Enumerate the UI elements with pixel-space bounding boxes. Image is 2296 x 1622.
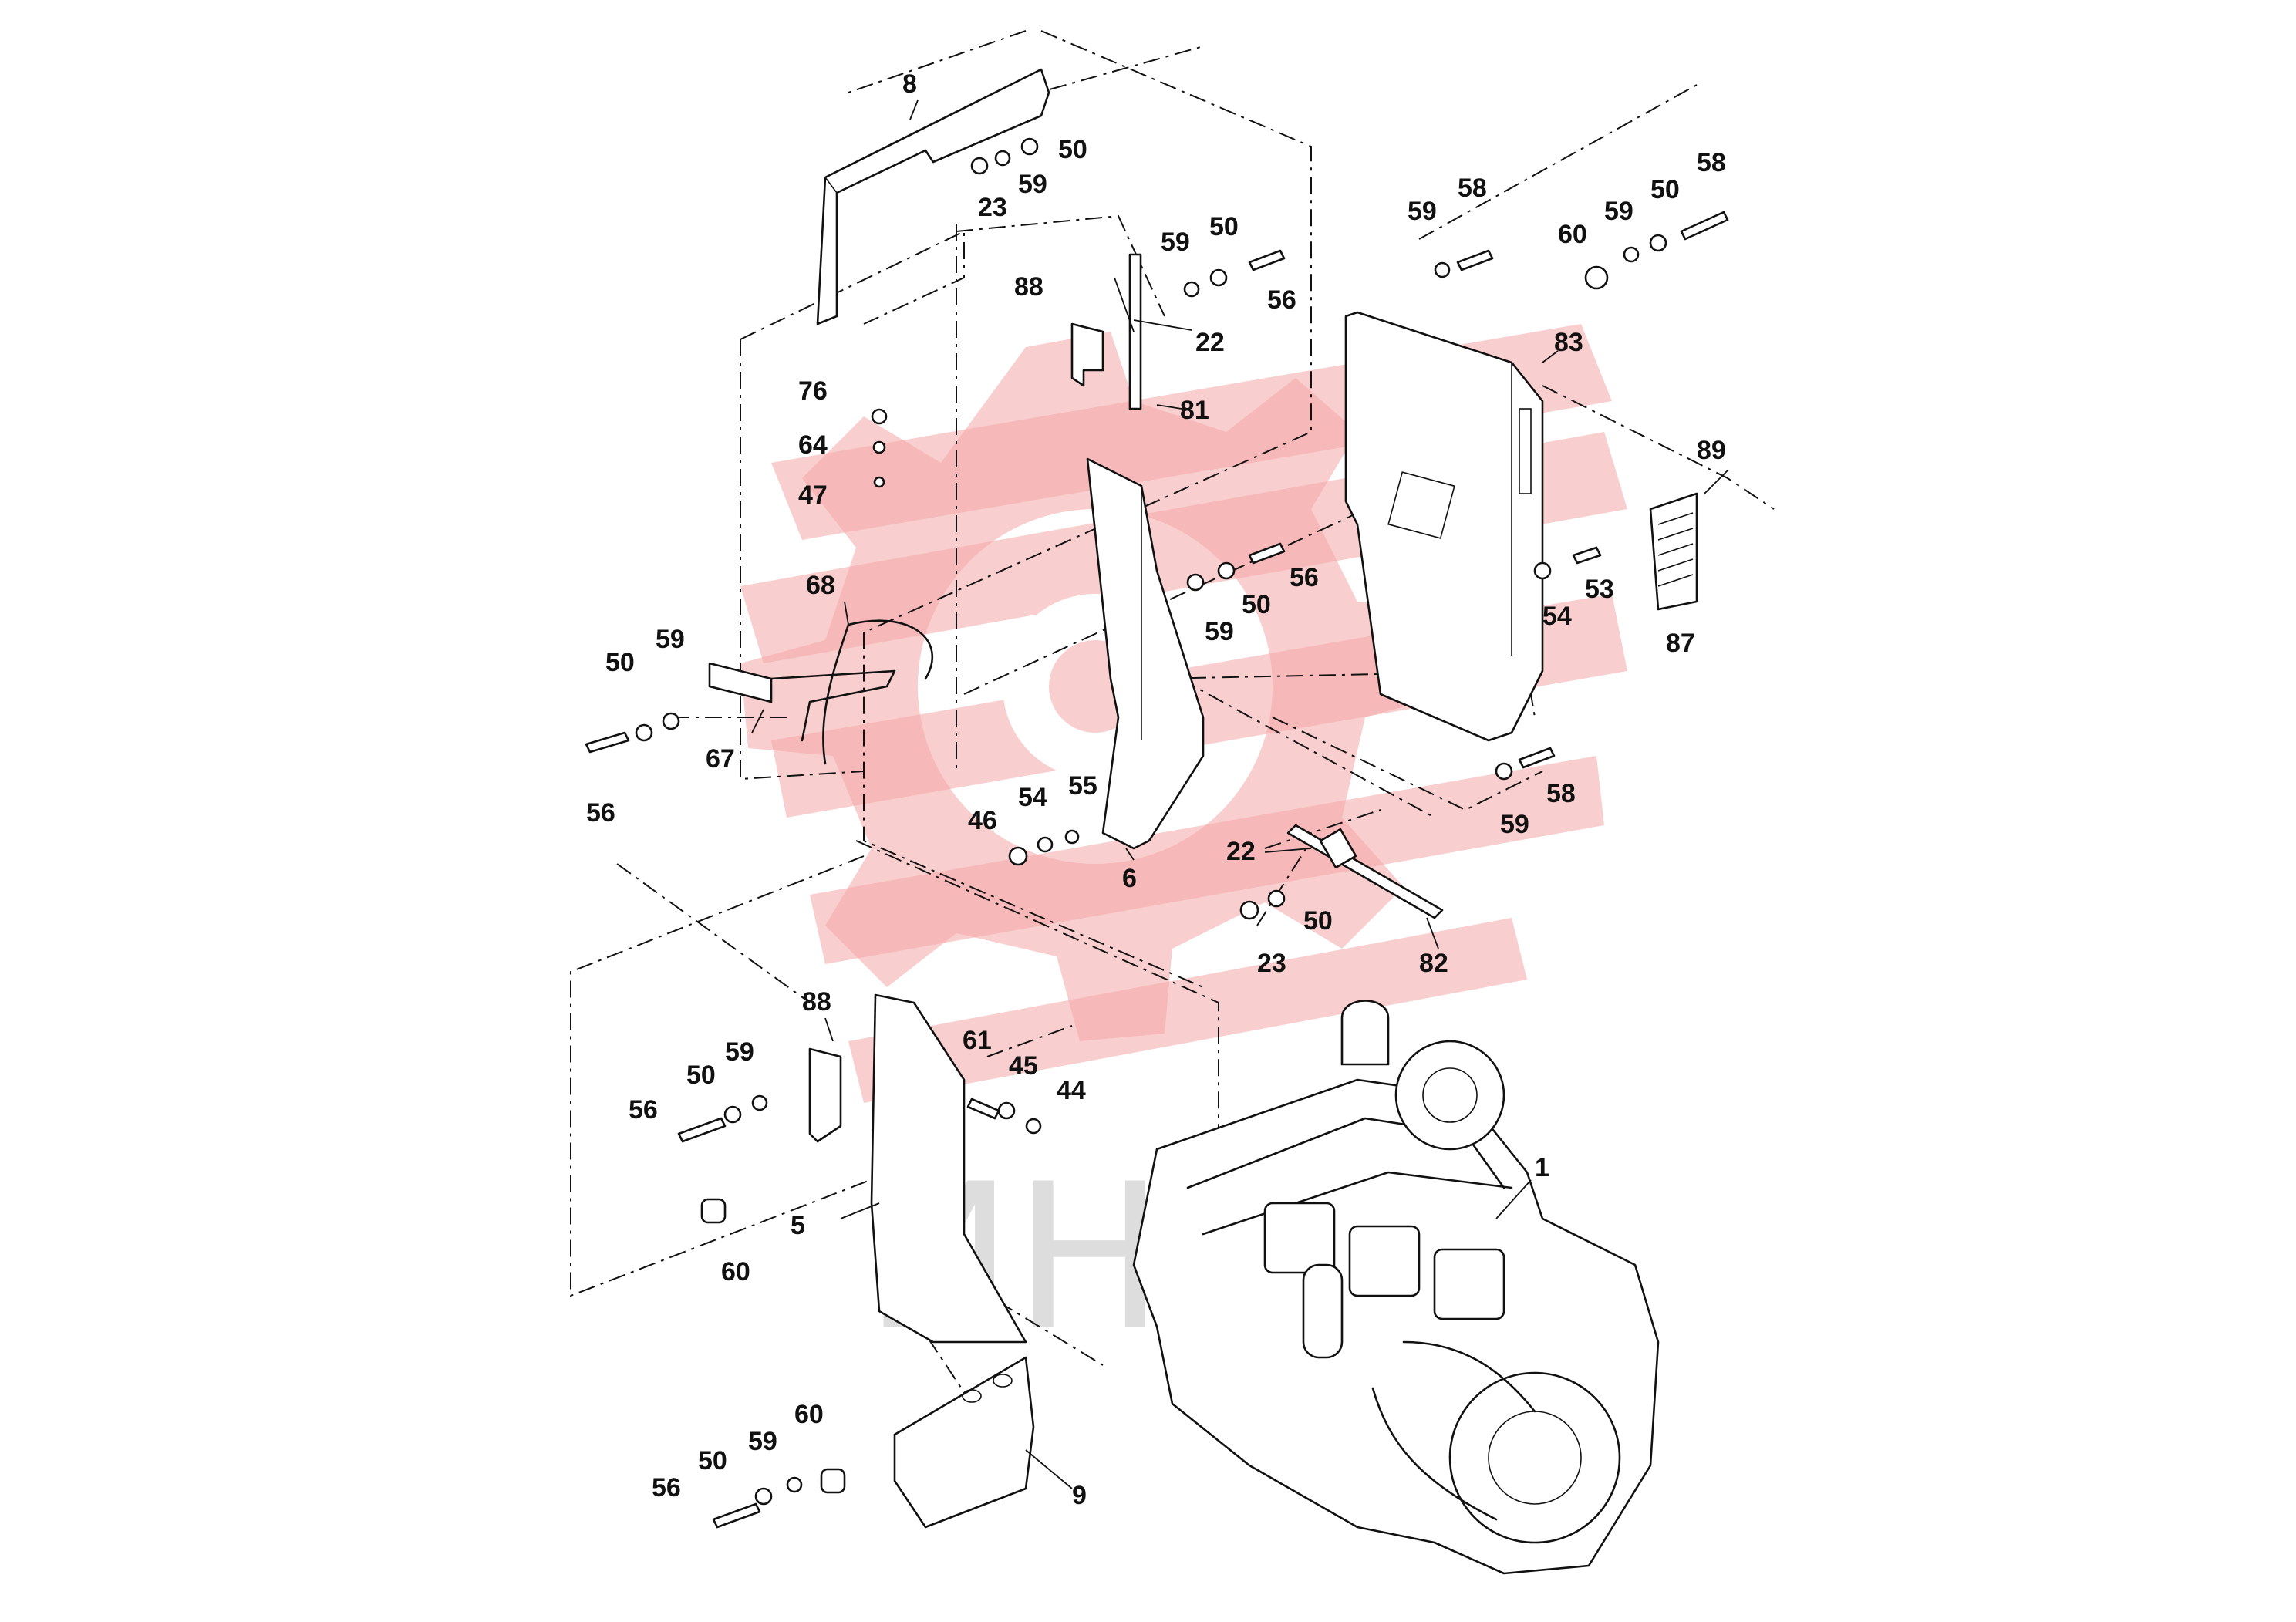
- callout-56: 56: [1290, 563, 1319, 592]
- callout-54: 54: [1542, 602, 1572, 631]
- callout-60: 60: [794, 1400, 824, 1429]
- callout-59: 59: [1604, 197, 1633, 226]
- callout-50: 50: [1650, 175, 1680, 204]
- callout-83: 83: [1554, 328, 1583, 357]
- callout-56: 56: [1267, 285, 1296, 315]
- part-5-bracket: [808, 993, 1027, 1344]
- callout-82: 82: [1419, 949, 1448, 978]
- callout-50: 50: [698, 1446, 727, 1475]
- callout-50: 50: [1303, 906, 1333, 936]
- callout-58: 58: [1458, 174, 1487, 203]
- callout-59: 59: [1161, 228, 1190, 257]
- callout-53: 53: [1585, 575, 1614, 604]
- callout-88: 88: [802, 987, 831, 1017]
- callout-44: 44: [1057, 1076, 1086, 1105]
- callout-23: 23: [1257, 949, 1286, 978]
- callout-88: 88: [1014, 272, 1043, 302]
- callout-45: 45: [1009, 1051, 1038, 1081]
- part-9-plate: [893, 1356, 1035, 1529]
- part-83-panel: [1344, 311, 1544, 742]
- callout-67: 67: [706, 744, 735, 774]
- callout-50: 50: [1058, 135, 1087, 164]
- callout-60: 60: [721, 1257, 750, 1286]
- callout-76: 76: [798, 376, 828, 406]
- callout-89: 89: [1697, 436, 1726, 465]
- callout-59: 59: [1205, 617, 1234, 646]
- callout-5: 5: [791, 1211, 805, 1240]
- callout-59: 59: [1018, 170, 1047, 199]
- callout-59: 59: [1408, 197, 1437, 226]
- callout-87: 87: [1666, 629, 1695, 658]
- callout-47: 47: [798, 481, 828, 510]
- callout-50: 50: [1209, 212, 1239, 241]
- callout-56: 56: [629, 1095, 658, 1125]
- callout-68: 68: [806, 571, 835, 600]
- callout-54: 54: [1018, 783, 1047, 812]
- callout-50: 50: [1242, 590, 1271, 619]
- callout-58: 58: [1546, 779, 1576, 808]
- callout-23: 23: [978, 193, 1007, 222]
- callout-55: 55: [1068, 771, 1097, 801]
- callout-50: 50: [605, 648, 635, 677]
- callout-56: 56: [652, 1473, 681, 1502]
- part-8-cover: [816, 68, 1050, 325]
- leader-lines: [751, 99, 1728, 1489]
- part-81-bracket: [1070, 253, 1142, 410]
- callout-60: 60: [1558, 220, 1587, 249]
- callout-22: 22: [1195, 328, 1225, 357]
- callout-labels: 8 50 59 23 88 59 50 56 22 81 59 58 60 59…: [586, 69, 1726, 1510]
- callout-59: 59: [656, 625, 685, 654]
- callout-22: 22: [1226, 837, 1256, 866]
- part-6-bracket: [1086, 457, 1205, 850]
- callout-59: 59: [748, 1427, 777, 1456]
- callout-1: 1: [1535, 1153, 1549, 1182]
- callout-9: 9: [1072, 1481, 1087, 1510]
- callout-58: 58: [1697, 148, 1726, 177]
- part-87-grille: [1649, 492, 1698, 611]
- callout-6: 6: [1122, 864, 1137, 893]
- part-82-rod: [1286, 824, 1444, 919]
- callout-8: 8: [902, 69, 917, 99]
- part-67-68-bracket: [708, 619, 934, 765]
- callout-61: 61: [963, 1026, 992, 1055]
- part-1-engine: [1132, 1000, 1660, 1575]
- callout-50: 50: [686, 1061, 716, 1090]
- callout-59: 59: [725, 1037, 754, 1067]
- callout-46: 46: [968, 806, 997, 835]
- callout-59: 59: [1500, 810, 1529, 839]
- callout-56: 56: [586, 798, 615, 828]
- hardware-fasteners: [585, 137, 1729, 1529]
- callout-81: 81: [1180, 396, 1209, 425]
- callout-64: 64: [798, 430, 828, 460]
